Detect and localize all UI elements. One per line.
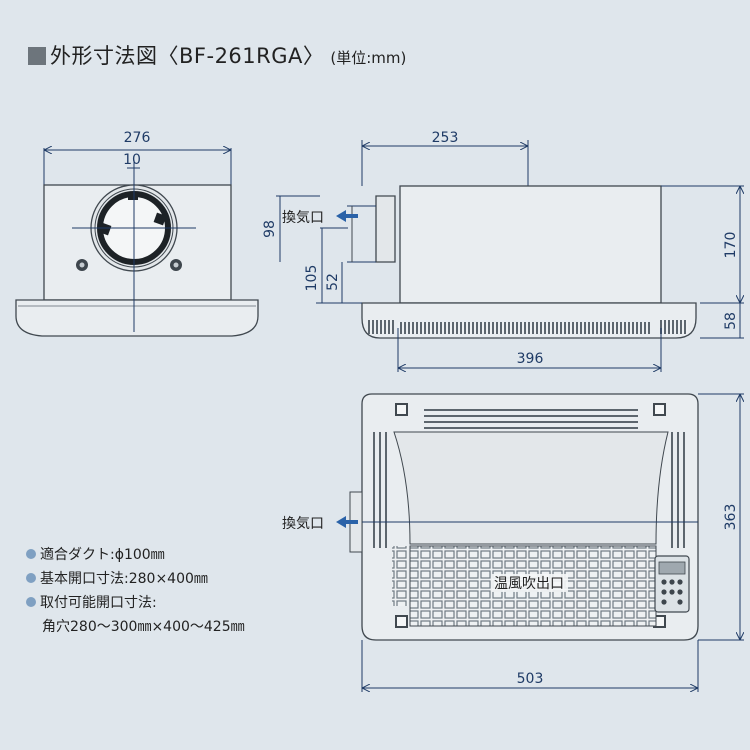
dim-front-width: 276 (124, 130, 151, 146)
dim-panel-height: 58 (723, 312, 739, 330)
dim-side-depth: 253 (432, 130, 459, 146)
unit-note: (単位:mm) (330, 49, 407, 67)
spec-item-opening: 基本開口寸法:280×400㎜ (26, 567, 245, 591)
bullet-icon (26, 573, 36, 583)
spec-list: 適合ダクト:ϕ100㎜ 基本開口寸法:280×400㎜ 取付可能開口寸法: 角穴… (26, 543, 245, 639)
side-vent-left (368, 320, 394, 334)
bullet-icon (26, 549, 36, 559)
dim-total-depth: 396 (517, 351, 544, 367)
warm-air-outlet-label: 温風吹出口 (494, 576, 564, 592)
dim-vent-height: 98 (262, 220, 278, 238)
front-view: 276 10 (15, 130, 259, 337)
spec-item-range: 角穴280〜300㎜×400〜425㎜ (42, 619, 245, 635)
side-housing (399, 185, 662, 304)
title-square-icon (28, 47, 46, 65)
dim-vent-bottom: 105 (304, 265, 320, 292)
side-view: 253 換気口 98 105 (262, 130, 744, 372)
exhaust-label-bottom: 換気口 (282, 516, 324, 532)
bullet-icon (26, 597, 36, 607)
dim-side-height: 170 (723, 232, 739, 259)
title-row: 外形寸法図〈BF-261RGA〉 (単位:mm) (28, 40, 406, 70)
dim-bottom-width: 503 (517, 671, 544, 687)
page-title: 外形寸法図〈BF-261RGA〉 (50, 44, 325, 68)
bottom-view: 温風吹出口 換気口 363 503 (282, 393, 744, 692)
dim-vent-center: 52 (325, 273, 341, 291)
exhaust-arrow-icon (336, 210, 358, 222)
spec-item-duct: 適合ダクト:ϕ100㎜ (26, 543, 245, 567)
spec-item-mountable: 取付可能開口寸法: (26, 591, 245, 615)
dim-bottom-depth: 363 (723, 504, 739, 531)
exhaust-label-side: 換気口 (282, 210, 324, 226)
exhaust-arrow-icon (336, 516, 358, 528)
exhaust-collar (375, 195, 396, 263)
dim-duct-offset: 10 (123, 152, 141, 168)
side-vent-grille (398, 322, 650, 334)
side-vent-right (660, 320, 688, 334)
front-panel (15, 299, 259, 337)
